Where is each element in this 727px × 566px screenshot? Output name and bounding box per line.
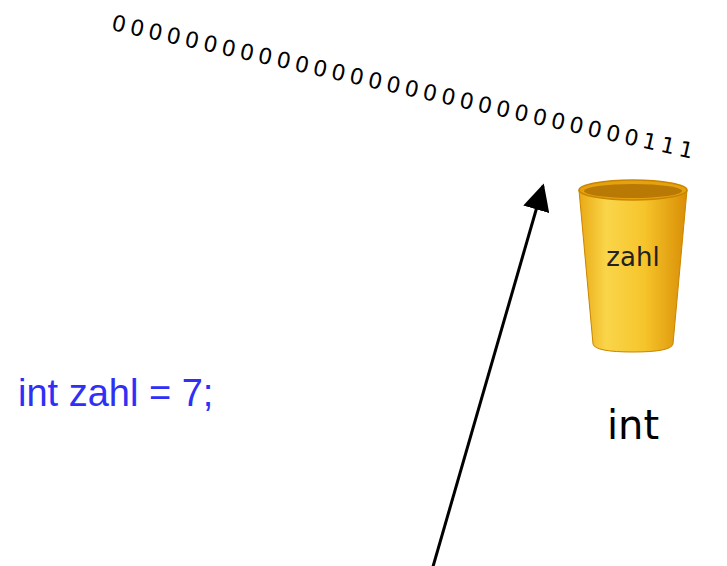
binary-value: 00000000000000000000000000000111 [109, 10, 700, 164]
variable-cup: zahl int [570, 176, 696, 466]
type-name: int [607, 402, 659, 448]
cup-rim [579, 180, 687, 200]
cup-opening [584, 184, 682, 198]
cup-body [579, 190, 687, 352]
code-line: int zahl = 7; [18, 372, 213, 415]
variable-name: zahl [606, 242, 659, 272]
pointer-arrow [432, 186, 543, 566]
